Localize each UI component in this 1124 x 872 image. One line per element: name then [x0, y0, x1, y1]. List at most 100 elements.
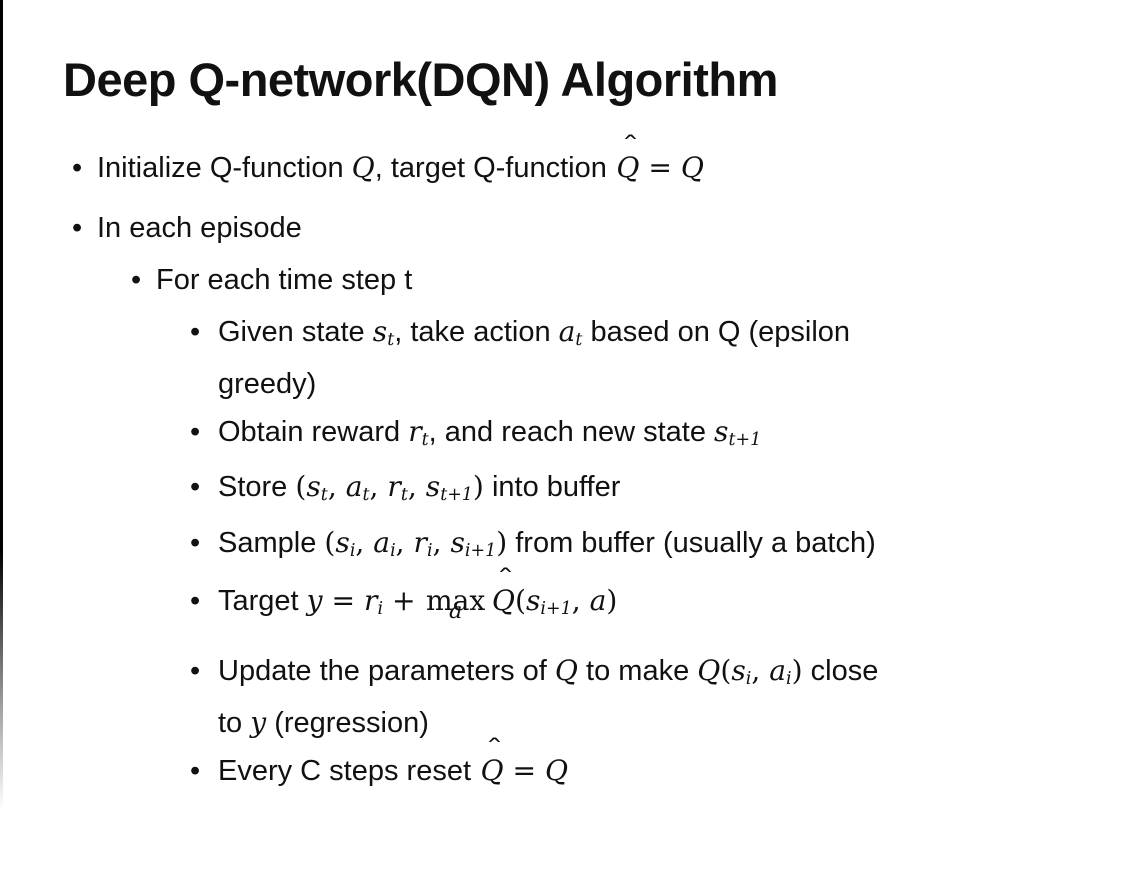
- math-subscript: t+1: [728, 429, 762, 450]
- text-segment: to make: [577, 655, 698, 687]
- bullet-text: Update the parameters of Q to make Q(si,…: [218, 647, 878, 747]
- math-roman-segment: ): [496, 526, 508, 559]
- math-subscript: t: [362, 484, 370, 505]
- math-variable: a: [589, 584, 607, 617]
- bullet-text: Store (st, at, rt, st+1) into buffer: [218, 463, 620, 515]
- math-subscript: i: [349, 540, 356, 561]
- math-variable: si+1: [450, 526, 497, 561]
- math-variable: y: [306, 584, 323, 617]
- text-segment: to: [218, 707, 251, 739]
- text-segment: Obtain reward: [218, 416, 409, 448]
- math-subscript: i: [426, 540, 433, 561]
- math-variable: Q: [616, 151, 640, 184]
- math-subscript: i: [786, 668, 792, 689]
- text-segment: Store: [218, 471, 296, 503]
- math-subscript: t: [387, 329, 395, 350]
- text-segment: , target Q-function: [374, 152, 615, 184]
- math-variable: si+1: [525, 584, 572, 619]
- math-roman-segment: +: [383, 584, 425, 617]
- math-subscript: t: [421, 429, 429, 450]
- math-roman-segment: (: [324, 526, 336, 559]
- math-variable: st+1: [714, 415, 762, 450]
- math-variable: ai: [769, 654, 792, 689]
- math-roman-segment: ,: [369, 470, 388, 503]
- math-roman-segment: ): [606, 584, 618, 617]
- bullet-icon: •: [72, 152, 83, 184]
- math-roman-segment: ,: [355, 526, 374, 559]
- bullet-item: • Update the parameters of Q to make Q(si…: [0, 647, 1124, 747]
- text-segment: Given state: [218, 316, 373, 348]
- text-segment: Update the parameters of: [218, 655, 555, 687]
- bullet-item: • Store (st, at, rt, st+1) into buffer: [0, 463, 1124, 515]
- math-variable: si: [335, 526, 356, 561]
- math-roman-segment: =: [322, 584, 365, 617]
- math-roman-segment: ): [791, 654, 803, 687]
- text-segment: For each time step t: [156, 264, 413, 296]
- math-variable: Q: [480, 754, 504, 787]
- math-variable: Q: [351, 151, 375, 184]
- math-subscript: i+1: [540, 598, 572, 619]
- bullet-text: Given state st, take action at based on …: [218, 308, 850, 408]
- text-segment: into buffer: [483, 471, 621, 503]
- hat-accent: ˆ: [496, 563, 516, 593]
- max-under-argument: a: [448, 598, 463, 625]
- hat-accent: ˆ: [621, 130, 640, 160]
- text-segment: Every C steps reset: [218, 755, 480, 787]
- math-roman-segment: =: [639, 151, 681, 184]
- math-subscript: i: [377, 598, 384, 619]
- bullet-text: In each episode: [97, 204, 302, 252]
- bullet-icon: •: [190, 527, 201, 559]
- math-roman-segment: ,: [407, 470, 426, 503]
- bullet-item: • Sample (si, ai, ri, si+1) from buffer (…: [0, 519, 1124, 571]
- bullet-icon: •: [190, 316, 201, 348]
- bullet-item: •Given state st, take action at based on…: [0, 308, 1124, 408]
- math-roman-segment: ,: [432, 526, 451, 559]
- math-roman-segment: ): [472, 470, 484, 503]
- math-variable: st: [306, 470, 328, 505]
- math-variable: rt: [387, 470, 408, 505]
- bullet-icon: •: [72, 212, 83, 244]
- bullet-text: Sample (si, ai, ri, si+1) from buffer (u…: [218, 519, 876, 571]
- math-subscript: t: [575, 329, 583, 350]
- math-subscript: i+1: [464, 540, 497, 561]
- bullet-item: • Initialize Q-function Q, target Q-funct…: [0, 133, 1124, 192]
- hat-accent: ˆ: [485, 733, 504, 763]
- bullet-text: Initialize Q-function Q, target Q-functi…: [97, 133, 704, 192]
- text-segment: from buffer (usually a batch): [507, 527, 876, 559]
- math-variable: st: [372, 315, 395, 350]
- text-segment: , and reach new state: [428, 416, 715, 448]
- bullet-item: • For each time step t: [0, 256, 1124, 304]
- math-subscript: t+1: [440, 484, 473, 505]
- math-variable: at: [558, 315, 583, 350]
- bullet-list: •Initialize Q-function Q, target Q-funct…: [0, 133, 1124, 795]
- math-roman-segment: ,: [571, 584, 590, 617]
- text-segment: Initialize Q-function: [97, 152, 352, 184]
- math-roman-segment: (: [514, 584, 526, 617]
- bullet-text: Obtain reward rt, and reach new state st…: [218, 408, 761, 460]
- math-variable: ri: [413, 526, 433, 561]
- text-segment: greedy): [218, 368, 317, 400]
- math-variable: Q: [545, 754, 569, 787]
- bullet-icon: •: [190, 471, 201, 503]
- math-variable: Q: [697, 654, 721, 687]
- max-word: max: [425, 584, 486, 617]
- math-roman-segment: (: [295, 470, 307, 503]
- math-variable: Q: [554, 654, 578, 687]
- math-variable: Q: [491, 584, 515, 617]
- math-roman-segment: ,: [327, 470, 346, 503]
- bullet-item: • In each episode: [0, 204, 1124, 252]
- math-variable: si: [731, 654, 752, 689]
- math-variable: y: [250, 706, 267, 739]
- bullet-icon: •: [190, 655, 201, 687]
- math-variable: ai: [373, 526, 396, 561]
- math-variable: st+1: [425, 470, 473, 505]
- bullet-icon: •: [131, 264, 142, 296]
- text-segment: Sample: [218, 527, 325, 559]
- math-variable: rt: [408, 415, 429, 450]
